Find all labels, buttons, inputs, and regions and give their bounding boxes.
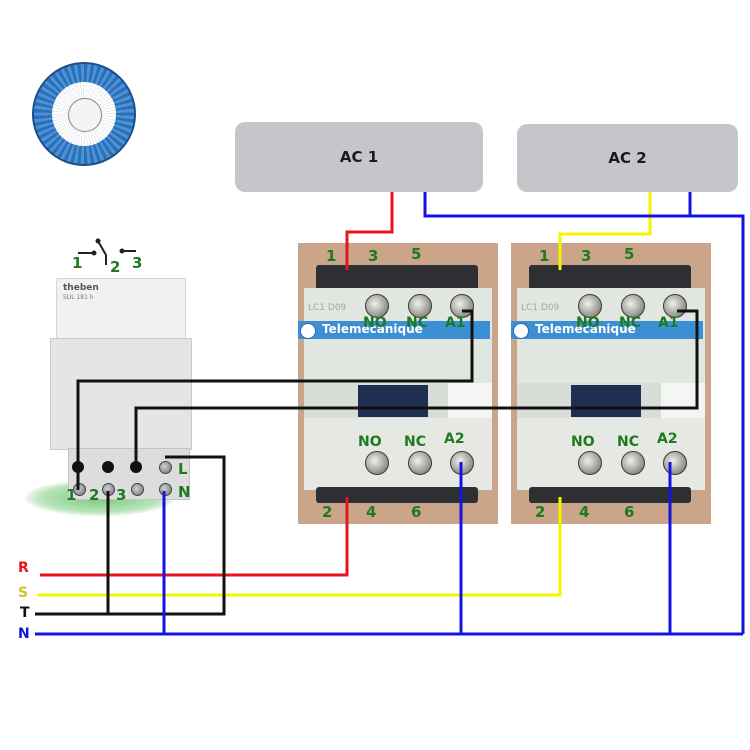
- contactor-1-coil-a2: A2: [444, 431, 465, 447]
- contactor-1-terminal-6: 6: [411, 503, 422, 521]
- timer-dial[interactable]: [32, 62, 136, 166]
- contactor-2-terminal-3: 3: [581, 247, 592, 265]
- contactor-2-terminal-6: 6: [624, 503, 635, 521]
- telemecanique-logo-icon: [513, 323, 529, 339]
- timer-dial-center: [68, 98, 102, 132]
- contactor-2-terminal-2: 2: [535, 503, 546, 521]
- switch-label-3: 3: [132, 254, 143, 272]
- supply-label-n: N: [18, 626, 30, 642]
- timer-terminal-label-1: 1: [66, 486, 77, 504]
- timer-dial-face: [52, 82, 116, 146]
- timer-model: SUL 181 h: [63, 294, 94, 301]
- contactor-2-screw-a1: [663, 294, 687, 318]
- telemecanique-logo-icon: [300, 323, 316, 339]
- ac1-label: AC 1: [339, 148, 379, 166]
- contactor-1-window: [358, 385, 428, 417]
- timer-terminal-hole-2: [102, 461, 114, 473]
- contactor-2-power-terminals-bottom: [529, 487, 691, 503]
- wire-black-timer1-to-a1-cont1: [76, 309, 474, 490]
- contactor-1-terminal-1: 1: [326, 247, 337, 265]
- contactor-2-screw-no-top: [578, 294, 602, 318]
- ac2-label: AC 2: [608, 149, 647, 167]
- wire-black-t-line: [35, 455, 226, 616]
- timer-live-label: L: [178, 460, 188, 478]
- contactor-1-screw-nc-top: [408, 294, 432, 318]
- contactor-2-screw-a2: [663, 451, 687, 475]
- contactor-1-aux-no-top: NO: [363, 315, 387, 331]
- contactor-2-model: LC1 D09: [521, 303, 560, 313]
- switch-label-1: 1: [72, 254, 83, 272]
- timer-terminal-label-2: 2: [89, 486, 100, 504]
- contactor-1-screw-no-bottom: [365, 451, 389, 475]
- switch-symbol-icon: [78, 238, 136, 265]
- contactor-1-screw-no-top: [365, 294, 389, 318]
- timer-neutral-label: N: [178, 483, 191, 501]
- contactor-2-screw-nc-bottom: [621, 451, 645, 475]
- contactor-2-screw-nc-top: [621, 294, 645, 318]
- contactor-1-brand: Telemecanique: [322, 322, 423, 336]
- timer-brand: theben: [63, 283, 99, 293]
- supply-label-s: S: [18, 585, 29, 601]
- contactor-1-screw-nc-bottom: [408, 451, 432, 475]
- contactor-2: LC1 D09 Telemecanique 1 3 5 NO NC A1 NO …: [511, 243, 711, 524]
- wire-red-ac1-feed: [345, 192, 394, 270]
- contactor-2-power-terminals-top: [529, 265, 691, 291]
- contactor-2-window: [571, 385, 641, 417]
- contactor-2-aux-nc-top: NC: [619, 315, 641, 331]
- contactor-2-screw-no-bottom: [578, 451, 602, 475]
- contactor-1-power-terminals-bottom: [316, 487, 478, 503]
- contactor-2-terminal-5: 5: [624, 245, 635, 263]
- ac2-load-box: AC 2: [517, 124, 738, 192]
- contactor-1-aux-nc-bottom: NC: [404, 434, 426, 450]
- timer-terminal-label-3: 3: [116, 486, 127, 504]
- contactor-2-aux-no-bottom: NO: [571, 434, 595, 450]
- contactor-2-aux-nc-bottom: NC: [617, 434, 639, 450]
- wire-blue-ac-neutral: [423, 192, 745, 634]
- contactor-2-brand-band: Telemecanique: [511, 321, 703, 339]
- contactor-1-terminal-2: 2: [322, 503, 333, 521]
- contactor-1-model: LC1 D09: [308, 303, 347, 313]
- wire-black-timer3-to-a1-cont2: [134, 309, 699, 467]
- contactor-2-terminal-4: 4: [579, 503, 590, 521]
- wire-red-supply: [40, 497, 349, 577]
- contactor-1-coil-a1: A1: [445, 315, 466, 331]
- contactor-1-terminal-5: 5: [411, 245, 422, 263]
- timer-terminal-screw-3: [131, 483, 144, 496]
- contactor-2-coil-a2: A2: [657, 431, 678, 447]
- contactor-2-aux-no-top: NO: [576, 315, 600, 331]
- contactor-1-aux-nc-top: NC: [406, 315, 428, 331]
- contactor-2-brand: Telemecanique: [535, 322, 636, 336]
- contactor-1-terminal-4: 4: [366, 503, 377, 521]
- wire-yellow-ac2-feed: [558, 192, 652, 270]
- contactor-1-aux-no-bottom: NO: [358, 434, 382, 450]
- contactor-2-coil-a1: A1: [658, 315, 679, 331]
- supply-label-t: T: [20, 605, 30, 621]
- contactor-1-screw-a1: [450, 294, 474, 318]
- contactor-1-brand-band: Telemecanique: [298, 321, 490, 339]
- ac1-load-box: AC 1: [235, 122, 483, 192]
- contactor-2-terminal-1: 1: [539, 247, 550, 265]
- supply-label-r: R: [18, 560, 29, 576]
- contactor-1-power-terminals-top: [316, 265, 478, 291]
- timer-switch: theben SUL 181 h: [50, 278, 192, 500]
- contactor-1-terminal-3: 3: [368, 247, 379, 265]
- timer-body: [50, 338, 192, 450]
- wire-yellow-supply: [37, 497, 562, 597]
- timer-terminal-screw-L: [159, 461, 172, 474]
- switch-label-2: 2: [110, 258, 121, 276]
